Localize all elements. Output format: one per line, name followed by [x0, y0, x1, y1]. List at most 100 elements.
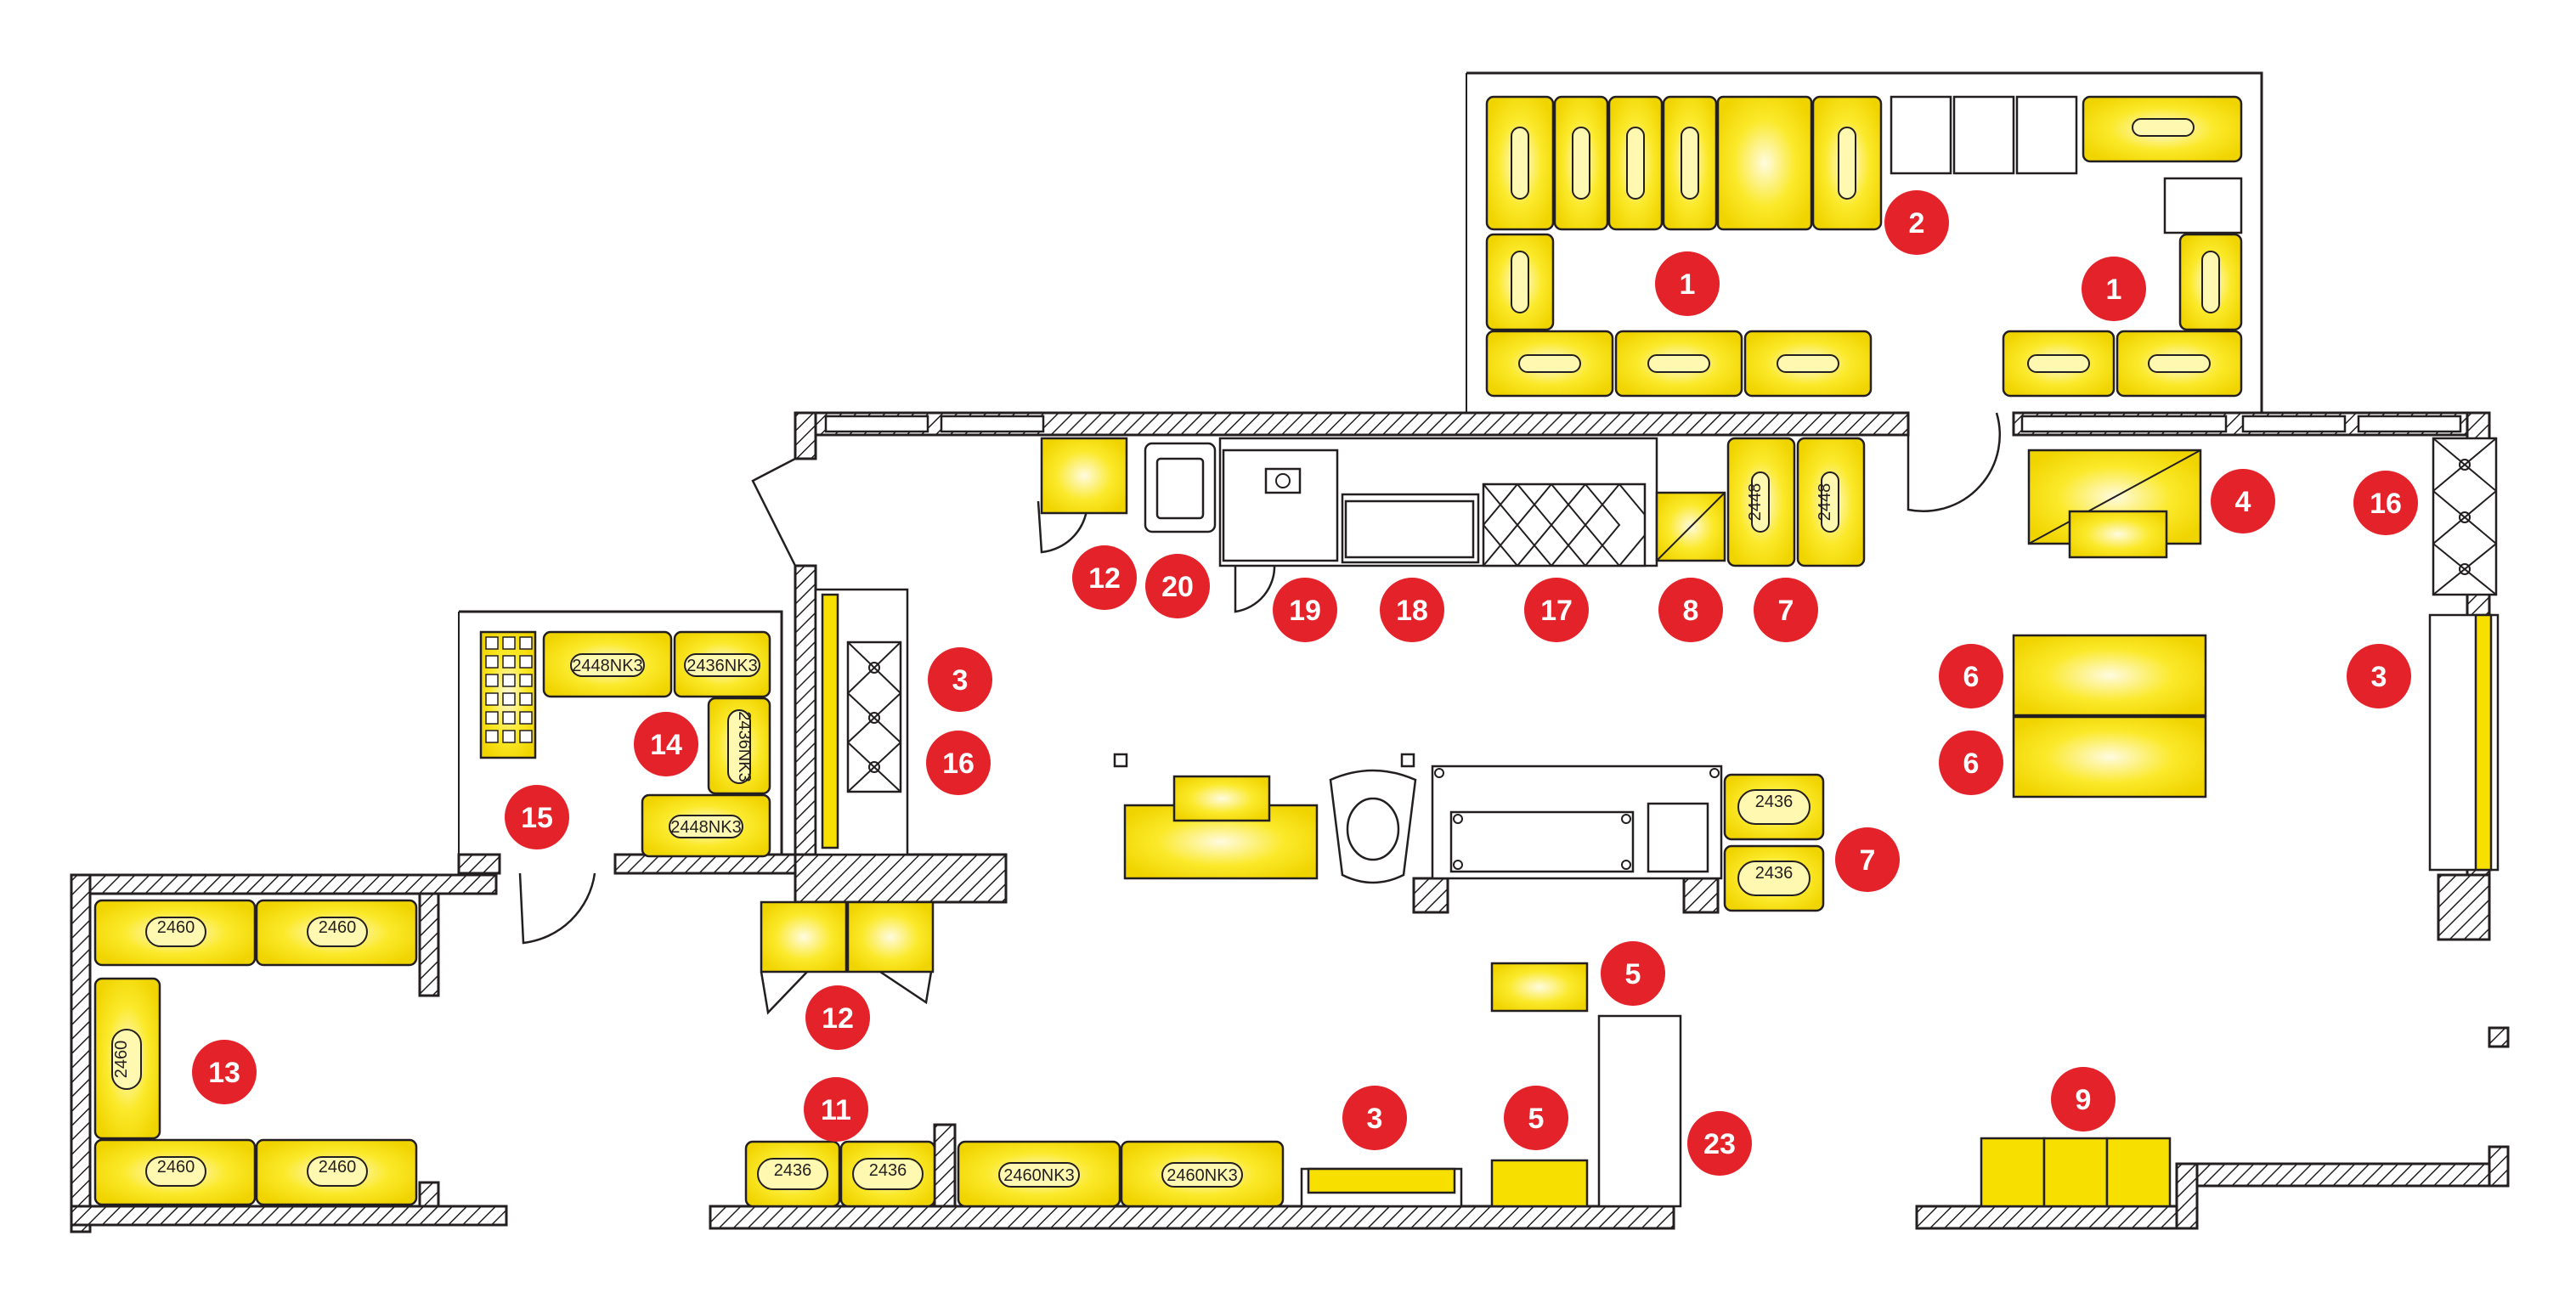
marker-circle: [1754, 578, 1818, 642]
marker-circle: [192, 1040, 257, 1104]
marker-circle: [1601, 941, 1665, 1006]
walkin-shelving: [1485, 95, 2243, 398]
marker-9: 9: [2051, 1067, 2116, 1132]
marker-circle: [1145, 554, 1210, 618]
marker-circle: [505, 785, 569, 849]
unit-label: 2460: [112, 1041, 131, 1079]
marker-circle: [804, 1077, 868, 1142]
unit-label: 2460: [157, 1158, 195, 1177]
marker-20: 20: [1145, 554, 1210, 618]
marker-number: 8: [1683, 595, 1699, 627]
marker-circle: [1687, 1111, 1752, 1176]
marker-3: 3: [1342, 1086, 1407, 1150]
marker-number: 3: [952, 664, 969, 697]
marker-circle: [1524, 578, 1589, 642]
room-14: 2448NK3 2436NK3 2436NK3 2448NK3: [479, 630, 771, 858]
marker-14: 14: [634, 712, 698, 776]
marker-16: 16: [2353, 471, 2418, 535]
unit-12-lower: [760, 900, 935, 974]
marker-circle: [2353, 471, 2418, 535]
marker-1: 1: [1655, 251, 1720, 316]
marker-7: 7: [1835, 827, 1900, 892]
unit-label: 2460: [319, 918, 357, 937]
fryer-block-left: [814, 588, 909, 856]
marker-number: 18: [1396, 595, 1428, 627]
bottom-row: 2436 2436 2460NK3 2460NK3: [744, 1140, 1463, 1208]
marker-circle: [1072, 545, 1137, 610]
marker-number: 20: [1161, 571, 1194, 603]
marker-8: 8: [1658, 578, 1723, 642]
doors: [518, 412, 2001, 1015]
marker-number: 14: [650, 729, 682, 761]
unit-label: 2460NK3: [1003, 1166, 1074, 1185]
marker-circle: [1939, 644, 2003, 708]
marker-circle: [1504, 1086, 1568, 1150]
marker-circle: [2082, 257, 2146, 321]
unit-label: 2460: [319, 1158, 357, 1177]
unit-label: 2448: [1746, 483, 1765, 522]
marker-number: 4: [2235, 486, 2251, 518]
marker-3: 3: [928, 647, 992, 712]
marker-circle: [928, 647, 992, 712]
marker-3: 3: [2347, 644, 2411, 708]
unit-label: 2460NK3: [1167, 1166, 1237, 1185]
marker-circle: [1342, 1086, 1407, 1150]
unit-label: 2448NK3: [670, 818, 741, 837]
right-equipment: [2012, 437, 2500, 872]
cook-line-top: [1040, 437, 1866, 567]
marker-15: 15: [505, 785, 569, 849]
marker-number: 3: [2371, 661, 2387, 693]
marker-circle: [805, 985, 870, 1050]
marker-23: 23: [1687, 1111, 1752, 1176]
top-7-labels: 2448 2448: [1746, 483, 1834, 522]
marker-1: 1: [2082, 257, 2146, 321]
marker-number: 16: [942, 748, 974, 780]
marker-circle: [1884, 190, 1949, 255]
marker-number: 5: [1625, 958, 1641, 990]
marker-number: 12: [822, 1002, 854, 1035]
marker-11: 11: [804, 1077, 868, 1142]
marker-number: 2: [1909, 207, 1925, 240]
unit-label: 2448NK3: [572, 657, 642, 675]
marker-circle: [1939, 731, 2003, 795]
marker-number: 7: [1778, 595, 1794, 627]
marker-number: 7: [1860, 844, 1876, 877]
marker-number: 15: [521, 802, 553, 834]
marker-number: 13: [208, 1057, 240, 1089]
unit-label: 2436: [774, 1161, 812, 1180]
marker-circle: [1658, 578, 1723, 642]
marker-circle: [2347, 644, 2411, 708]
marker-number: 5: [1528, 1103, 1545, 1135]
unit-label: 2436: [1755, 793, 1794, 811]
unit-9: [1980, 1137, 2172, 1208]
marker-5: 5: [1504, 1086, 1568, 1150]
marker-number: 11: [821, 1094, 851, 1126]
marker-17: 17: [1524, 578, 1589, 642]
unit-label: 2436: [1755, 864, 1794, 883]
marker-6: 6: [1939, 644, 2003, 708]
marker-6: 6: [1939, 731, 2003, 795]
marker-2: 2: [1884, 190, 1949, 255]
marker-number: 9: [2076, 1084, 2092, 1116]
marker-13: 13: [192, 1040, 257, 1104]
marker-7: 7: [1754, 578, 1818, 642]
marker-circle: [2051, 1067, 2116, 1132]
marker-12: 12: [1072, 545, 1137, 610]
marker-number: 1: [1680, 268, 1696, 301]
marker-circle: [1273, 578, 1337, 642]
marker-number: 17: [1540, 595, 1573, 627]
marker-number: 12: [1088, 562, 1121, 595]
marker-12: 12: [805, 985, 870, 1050]
marker-number: 6: [1963, 748, 1980, 780]
marker-5: 5: [1601, 941, 1665, 1006]
marker-number: 6: [1963, 661, 1980, 693]
marker-circle: [1835, 827, 1900, 892]
marker-circle: [1655, 251, 1720, 316]
marker-circle: [1380, 578, 1444, 642]
marker-circle: [2211, 469, 2275, 533]
center-island: 2436 2436: [1123, 765, 1825, 912]
items-5-23: [1490, 962, 1682, 1208]
marker-number: 19: [1289, 595, 1321, 627]
